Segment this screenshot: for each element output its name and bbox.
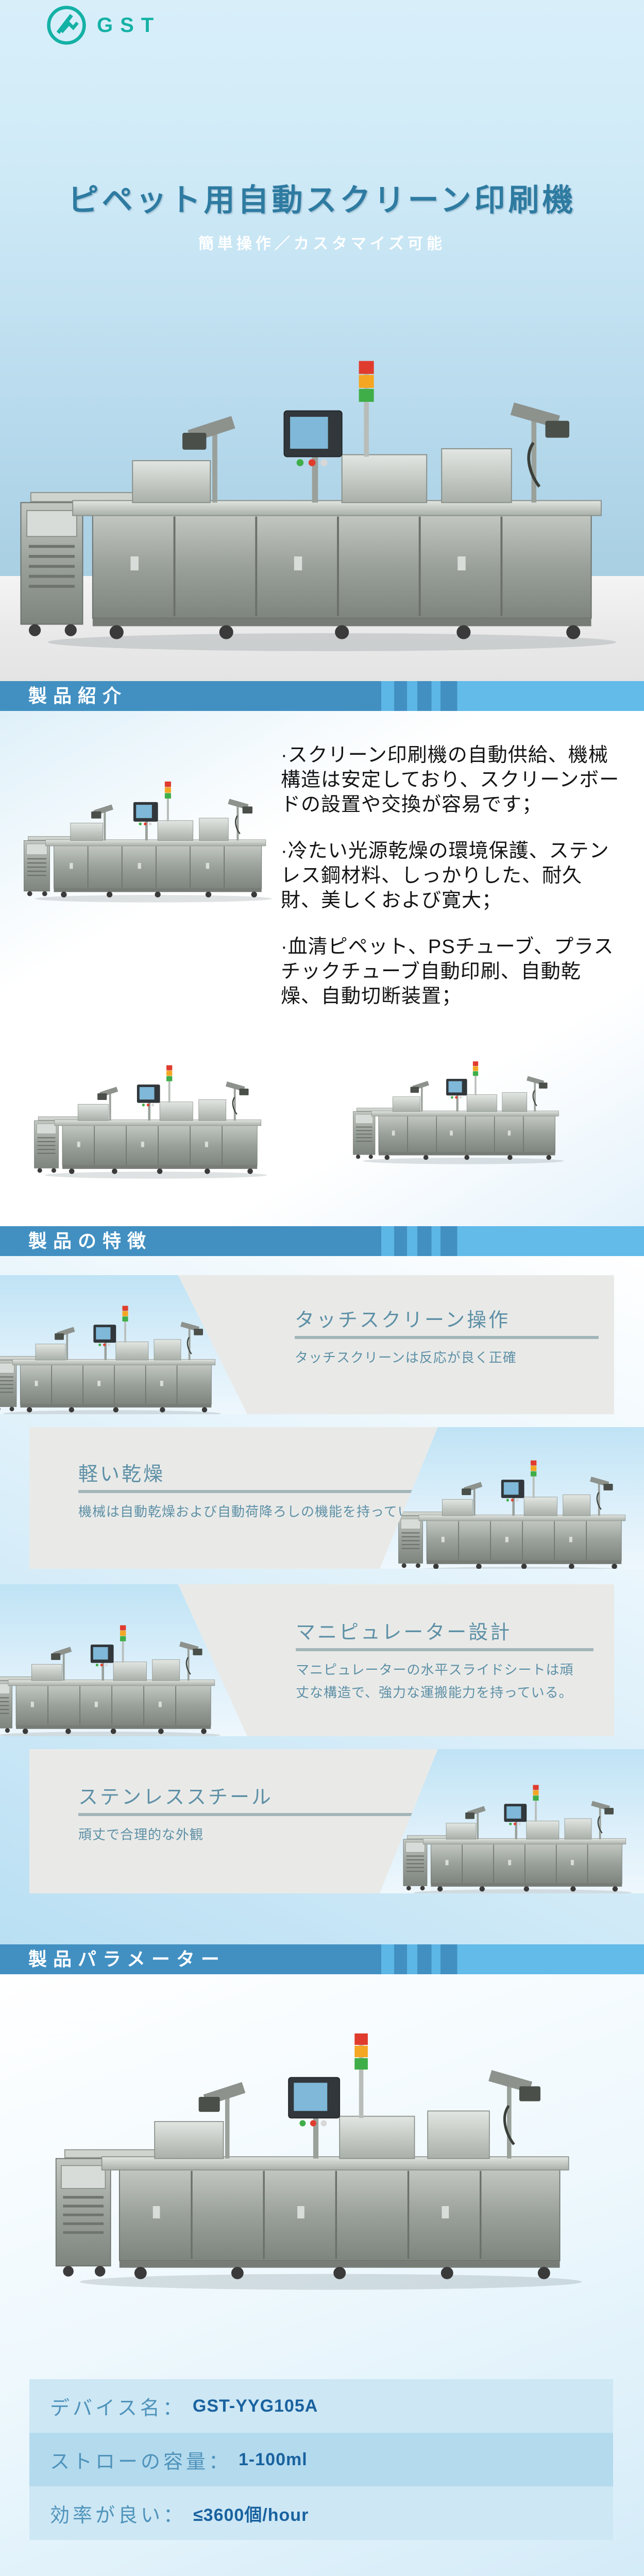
param-value: ≤3600個/hour: [193, 2505, 309, 2525]
feature-title: ステンレススチール: [78, 1787, 274, 1808]
param-row-efficiency: 効率が良い： ≤3600個/hour: [29, 2486, 613, 2540]
page-subtitle: 簡単操作／カスタマイズ可能: [198, 235, 446, 252]
feature-desc: 頑丈で合理的な外観: [78, 1827, 204, 1842]
feature-divider: [78, 1490, 442, 1493]
param-value: 1-100ml: [239, 2449, 308, 2469]
intro-section: ·スクリーン印刷機の自動供給、機械構造は安定しており、スクリーンボードの設置や交…: [0, 711, 644, 1226]
feature-divider: [296, 1648, 594, 1651]
param-value: GST-YYG105A: [192, 2396, 318, 2416]
feature-photo-touchscreen: [0, 1275, 247, 1414]
parameters-machine-photo: [49, 2010, 595, 2293]
section-heading-parameters: 製品パラメーター: [0, 1944, 644, 1974]
feature-card-drying: 軽い乾燥 機械は自動乾燥および自動荷降ろしの機能を持っています。: [29, 1427, 644, 1569]
page-title: ピペット用自動スクリーン印刷機: [67, 183, 577, 217]
intro-machine-photo-right: [350, 1031, 569, 1186]
feature-desc: マニピュレーターの水平スライドシートは頑丈な構造で、強力な運搬能力を持っている。: [296, 1662, 574, 1700]
feature-divider: [78, 1813, 447, 1816]
feature-desc: 機械は自動乾燥および自動荷降ろしの機能を持っています。: [78, 1504, 452, 1519]
section-heading-parameters-label: 製品パラメーター: [28, 1948, 226, 1970]
brand-name: GST: [97, 13, 161, 37]
feature-title: タッチスクリーン操作: [295, 1310, 511, 1331]
section-heading-intro: 製品紹介: [0, 681, 644, 711]
intro-bullets: ·スクリーン印刷機の自動供給、機械構造は安定しており、スクリーンボードの設置や交…: [281, 743, 621, 1030]
section-heading-features: 製品の特徴: [0, 1226, 644, 1256]
hero-machine-photo: [13, 335, 631, 654]
param-row-device-name: デバイス名： GST-YYG105A: [29, 2379, 613, 2433]
intro-machine-photo: [21, 760, 278, 914]
param-row-straw-capacity: ストローの容量： 1-100ml: [29, 2433, 613, 2486]
intro-machine-photo-left: [31, 1055, 273, 1180]
section-heading-intro-label: 製品紹介: [28, 685, 128, 706]
param-label: ストローの容量：: [50, 2451, 232, 2473]
feature-title: 軽い乾燥: [78, 1464, 165, 1485]
intro-bullet-2: ·冷たい光源乾燥の環境保護、ステンレス鋼材料、しっかりした、耐久財、美しくおよび…: [281, 840, 609, 911]
hero-section: GST ピペット用自動スクリーン印刷機 簡単操作／カスタマイズ可能: [0, 0, 644, 576]
parameters-section: デバイス名： GST-YYG105A ストローの容量： 1-100ml 効率が良…: [0, 1974, 644, 2576]
param-label: デバイス名：: [50, 2397, 185, 2419]
feature-divider: [295, 1336, 599, 1339]
feature-photo-stainless: [380, 1749, 644, 1893]
feature-desc: タッチスクリーンは反応が良く正確: [295, 1350, 517, 1365]
gst-logo-icon: [47, 6, 86, 45]
brand-header: GST: [45, 3, 161, 47]
features-section: タッチスクリーン操作 タッチスクリーンは反応が良く正確 軽い乾燥 機械は自動乾燥…: [0, 1256, 644, 1944]
feature-card-stainless: ステンレススチール 頑丈で合理的な外観: [29, 1749, 644, 1893]
intro-bullet-1: ·スクリーン印刷機の自動供給、機械構造は安定しており、スクリーンボードの設置や交…: [281, 744, 620, 816]
feature-photo-manipulator: [0, 1584, 247, 1736]
section-heading-features-label: 製品の特徴: [28, 1230, 152, 1251]
feature-card-manipulator: マニピュレーター設計 マニピュレーターの水平スライドシートは頑丈な構造で、強力な…: [0, 1584, 614, 1736]
feature-photo-drying: [380, 1427, 644, 1569]
param-label: 効率が良い：: [50, 2504, 187, 2527]
feature-title: マニピュレーター設計: [296, 1622, 512, 1643]
feature-card-touchscreen: タッチスクリーン操作 タッチスクリーンは反応が良く正確: [0, 1275, 614, 1414]
intro-bullet-3: ·血清ピペット、PSチューブ、プラスチックチューブ自動印刷、自動乾燥、自動切断装…: [281, 936, 614, 1007]
